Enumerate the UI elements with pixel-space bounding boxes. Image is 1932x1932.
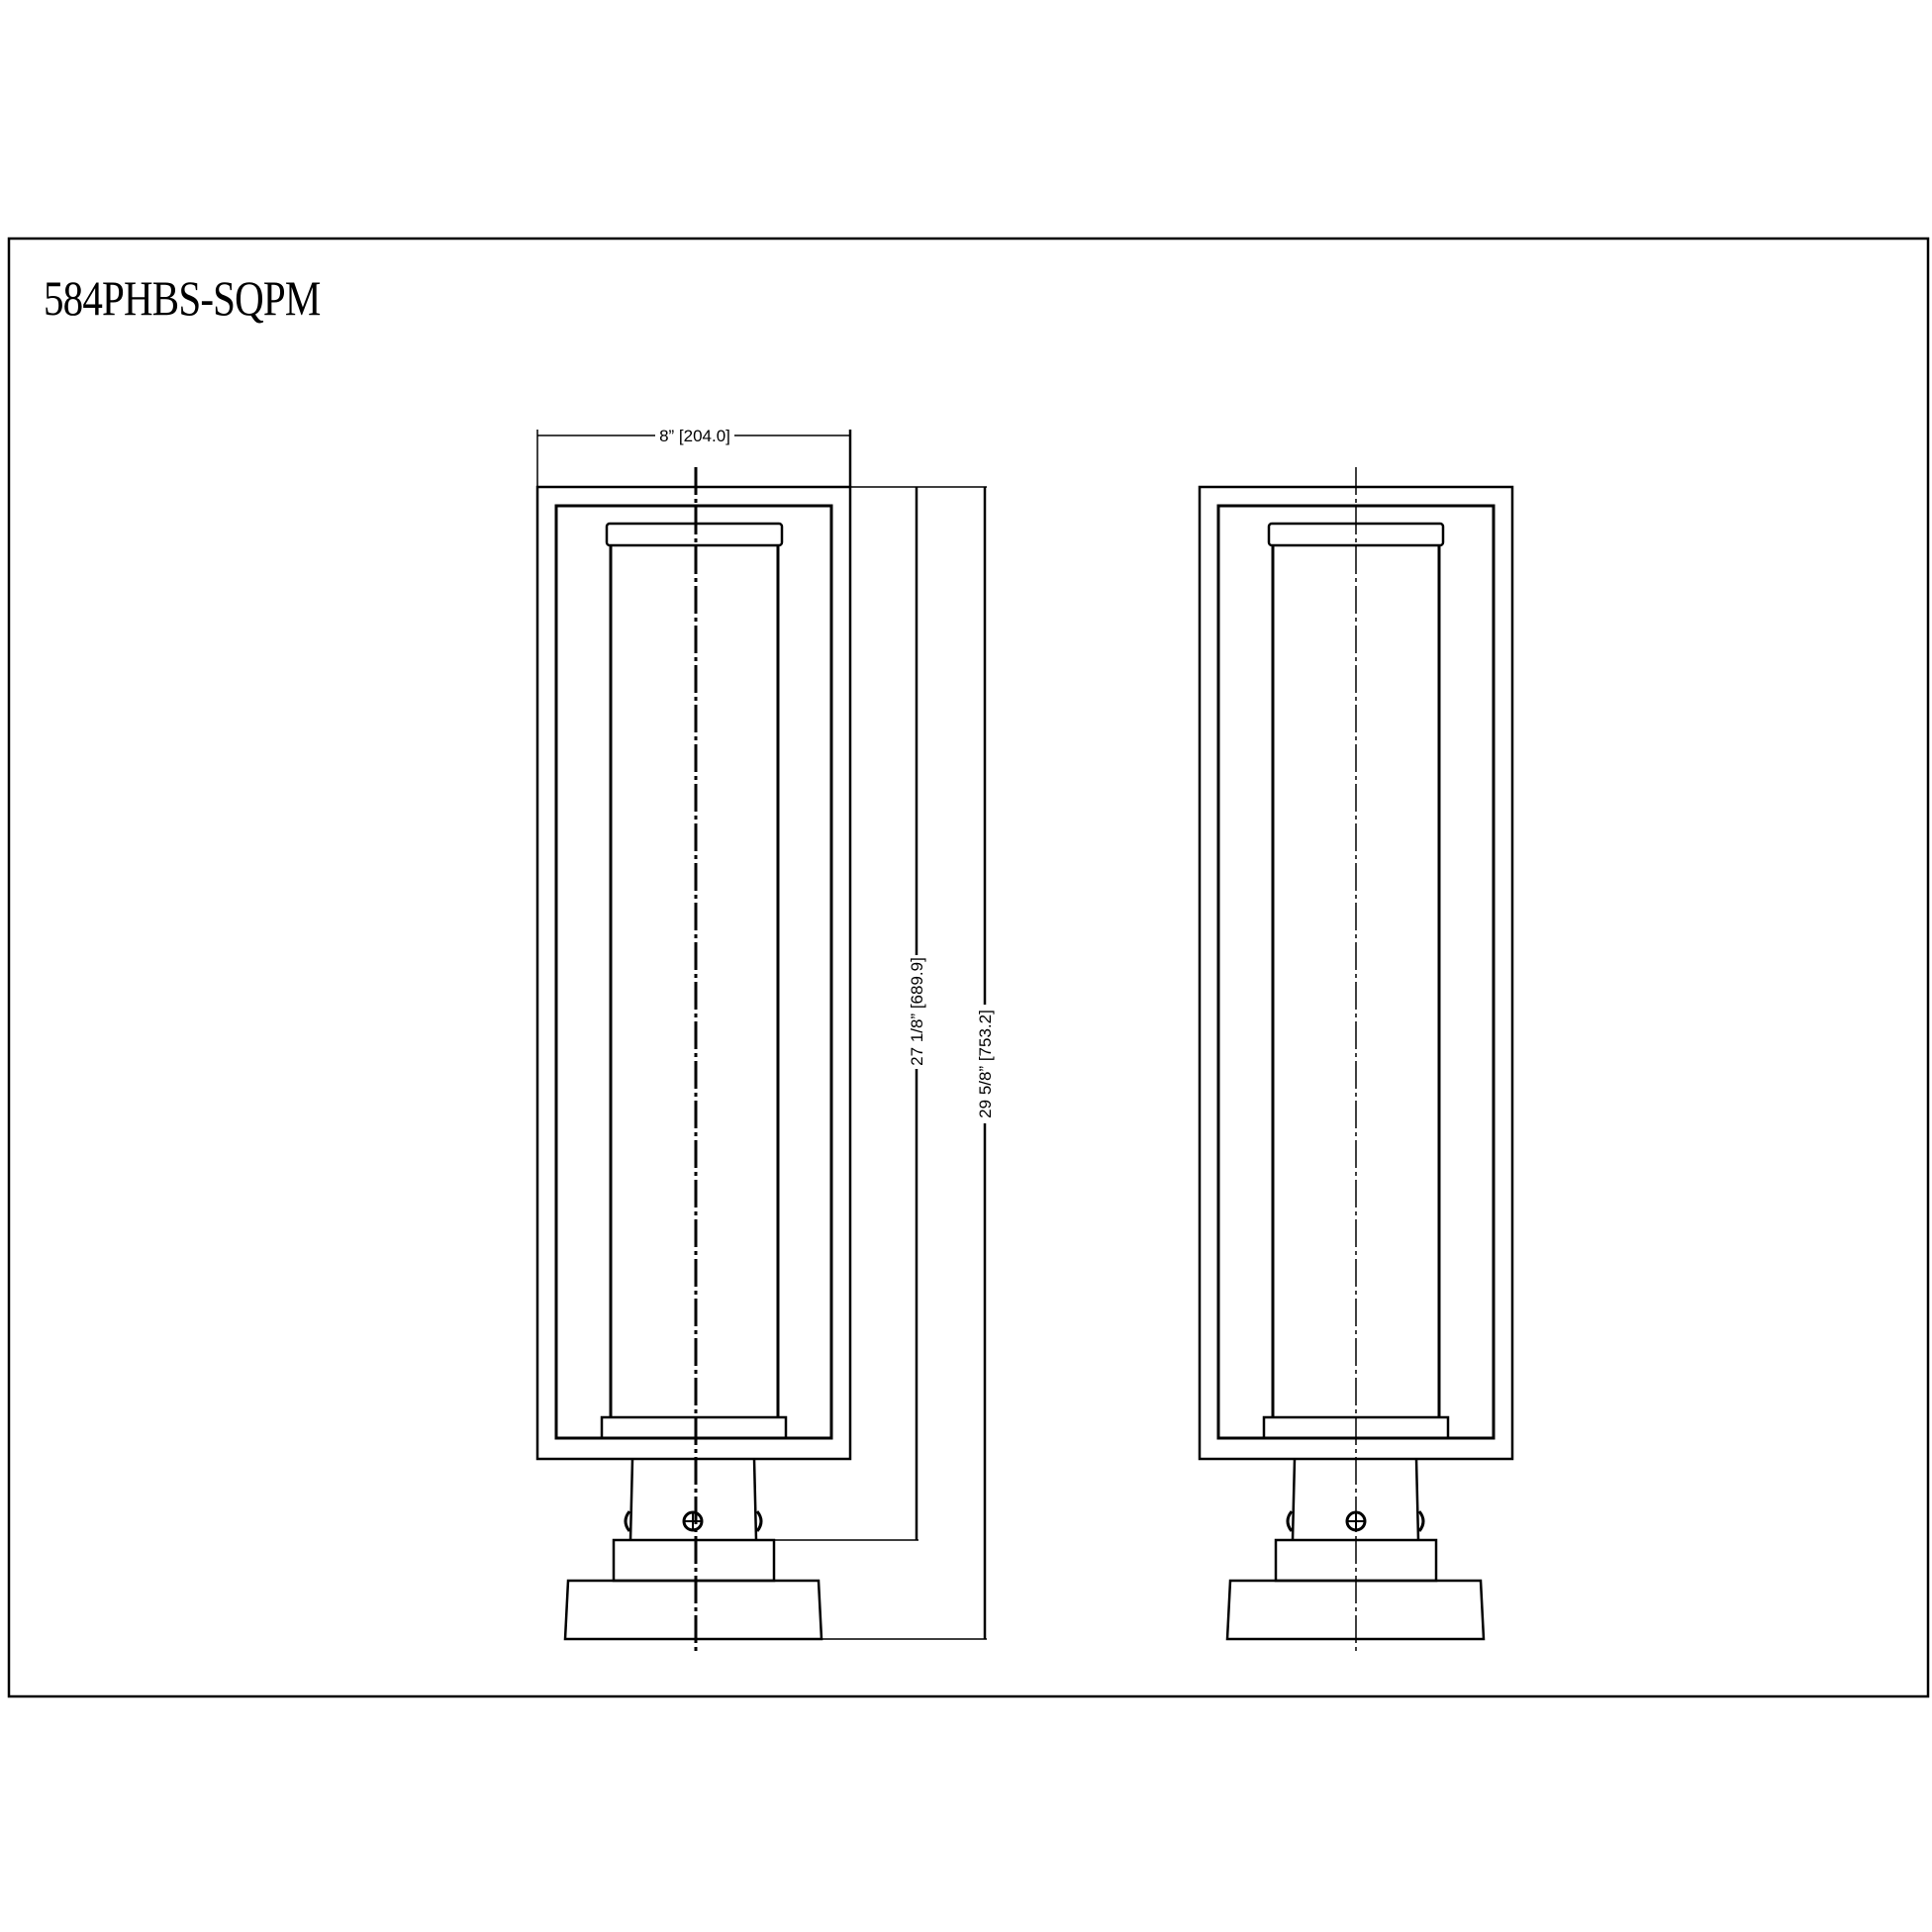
outer-housing	[535, 485, 852, 1461]
width-dimension-label: 8” [204.0]	[659, 427, 730, 445]
side-view	[1198, 467, 1514, 1655]
base-collar	[612, 1538, 776, 1583]
bottom-plate	[600, 1415, 788, 1440]
model-number-title: 584PHBS-SQPM	[44, 270, 321, 326]
dimensions	[536, 430, 987, 1640]
front-view	[535, 467, 852, 1655]
base-foot	[1225, 1579, 1486, 1641]
plate-height-dimension-label: 27 1/8” [689.9]	[908, 957, 926, 1066]
base-foot	[563, 1579, 823, 1641]
inner-housing	[554, 504, 833, 1440]
overall-height-dimension-label: 29 5/8” [753.2]	[976, 1010, 995, 1118]
drawing-frame	[7, 237, 1930, 1698]
